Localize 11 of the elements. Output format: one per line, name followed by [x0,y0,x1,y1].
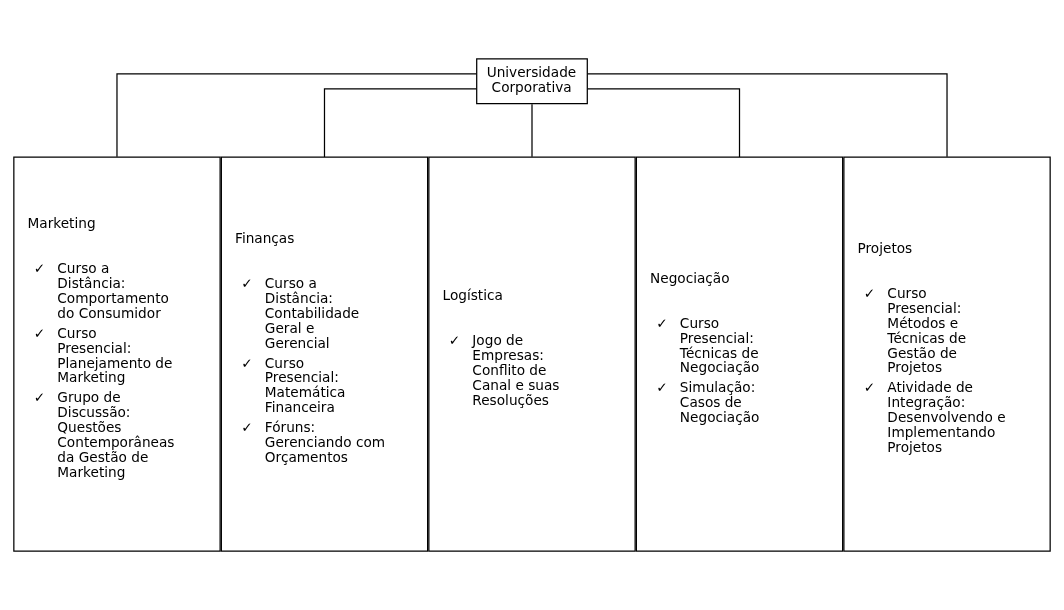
connector [531,103,533,158]
node-box: Logística ✓ Jogo de Empresas: Conflito de Canal e suas Resoluções [428,156,636,552]
node-box: Universidade Corporativa [476,58,588,105]
node-box: Marketing ✓ Curso a Distância: Comportamento do Consumidor ✓ Curso Presencial: Planejamento de Marketing ✓ Grupo de Discussão: Questões Contemporâneas da Gestão de Marketing [13,156,221,552]
connector [586,73,948,158]
connector [587,88,741,158]
node-box: Negociação ✓ Curso Presencial: Técnicas de Negociação ✓ Simulação: Casos de Negociação [635,156,844,552]
connector [116,73,478,158]
node-box: Finanças ✓ Curso a Distância: Contabilidade Geral e Gerencial ✓ Curso Presencial: Matemática Financeira ✓ Fóruns: Gerenciando com Orçamentos [220,156,429,552]
node-box: Projetos ✓ Curso Presencial: Métodos e Técnicas de Gestão de Projetos ✓ Atividade de Integração: Desenvolvendo e Implementando Projetos [843,156,1051,552]
connector [323,88,477,158]
